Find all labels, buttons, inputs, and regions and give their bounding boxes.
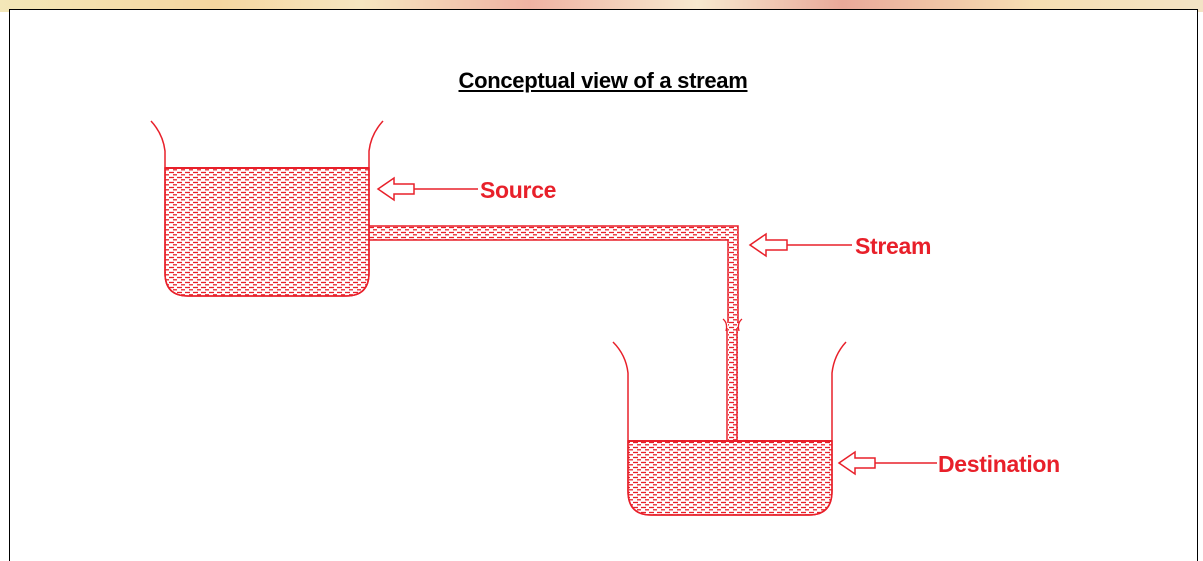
- diagram-title: Conceptual view of a stream: [458, 68, 748, 93]
- source-label: Source: [480, 177, 557, 203]
- destination-container-outline: [612, 341, 847, 516]
- stream-pipe: [369, 225, 743, 441]
- stream-label: Stream: [855, 233, 932, 259]
- destination-label: Destination: [938, 451, 1060, 477]
- destination-container: [612, 341, 847, 516]
- stream-arrow-icon: [748, 232, 852, 258]
- diagram-frame: Conceptual view of a stream: [9, 9, 1198, 561]
- source-container: [150, 120, 384, 297]
- source-liquid: [164, 167, 370, 297]
- stream-pipe-fill: [369, 226, 738, 441]
- stream-pipe-outer-edge: [369, 225, 739, 323]
- source-container-outline: [150, 120, 384, 297]
- stream-pipe-inner-edge: [369, 239, 729, 323]
- stream-diagram: [150, 120, 937, 516]
- destination-liquid: [627, 440, 833, 516]
- stream-break-right: [737, 318, 743, 332]
- stream-break-left: [722, 318, 728, 332]
- destination-arrow-icon: [837, 450, 937, 476]
- source-arrow-icon: [376, 176, 478, 202]
